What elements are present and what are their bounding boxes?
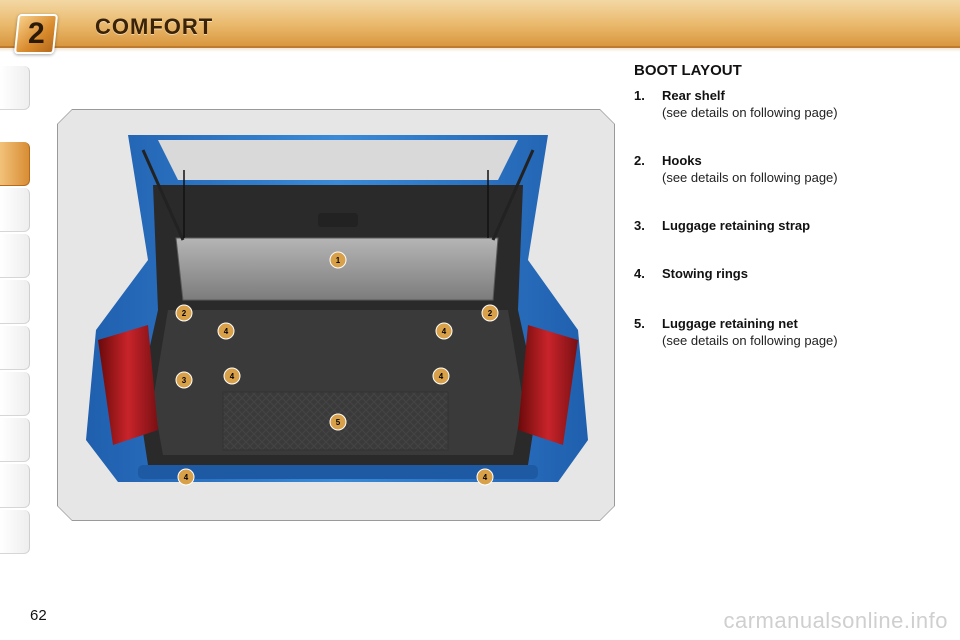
item-title: Luggage retaining net — [662, 316, 798, 331]
item-number: 3. — [634, 218, 645, 233]
svg-text:4: 4 — [230, 372, 235, 381]
item-number: 2. — [634, 153, 645, 168]
section-title: BOOT LAYOUT — [634, 62, 742, 79]
chapter-tab-3[interactable] — [0, 188, 30, 232]
left-tail-lamp — [98, 325, 158, 445]
chapter-tab-strip — [0, 66, 34, 574]
callout-3: 3 — [175, 371, 193, 389]
callout-2-left: 2 — [175, 304, 193, 322]
chapter-tab-4[interactable] — [0, 234, 30, 278]
chapter-number-badge: 2 — [13, 14, 59, 54]
chapter-tab-6[interactable] — [0, 326, 30, 370]
svg-text:3: 3 — [182, 376, 187, 385]
chapter-tab-8[interactable] — [0, 418, 30, 462]
item-detail: (see details on following page) — [662, 333, 838, 348]
boot-lock — [318, 213, 358, 227]
svg-text:4: 4 — [184, 473, 189, 482]
callout-2-right: 2 — [481, 304, 499, 322]
callout-4-c: 4 — [223, 367, 241, 385]
item-detail: (see details on following page) — [662, 105, 838, 120]
right-tail-lamp — [518, 325, 578, 445]
chapter-tab-10[interactable] — [0, 510, 30, 554]
chapter-tab-5[interactable] — [0, 280, 30, 324]
item-title: Hooks — [662, 153, 702, 168]
svg-text:2: 2 — [182, 309, 187, 318]
watermark-text: carmanualsonline.info — [723, 608, 948, 633]
chapter-number: 2 — [27, 17, 45, 50]
svg-text:1: 1 — [336, 256, 341, 265]
callout-4-b: 4 — [435, 322, 453, 340]
item-number: 5. — [634, 316, 645, 331]
rear-shelf — [175, 237, 499, 301]
chapter-title: COMFORT — [95, 14, 214, 39]
chapter-tab-1[interactable] — [0, 66, 30, 110]
svg-text:5: 5 — [336, 418, 341, 427]
callout-4-a: 4 — [217, 322, 235, 340]
callout-5: 5 — [329, 413, 347, 431]
item-title: Luggage retaining strap — [662, 218, 811, 233]
svg-text:4: 4 — [439, 372, 444, 381]
svg-text:2: 2 — [488, 309, 493, 318]
rear-bumper — [138, 465, 538, 479]
svg-text:4: 4 — [442, 327, 447, 336]
callout-4-e: 4 — [177, 468, 195, 486]
page-number: 62 — [30, 607, 47, 624]
boot-layout-illustration: 1 2 2 3 4 4 4 4 4 4 5 — [86, 135, 588, 486]
callout-4-f: 4 — [476, 468, 494, 486]
svg-text:4: 4 — [224, 327, 229, 336]
chapter-tab-7[interactable] — [0, 372, 30, 416]
svg-text:4: 4 — [483, 473, 488, 482]
callout-4-d: 4 — [432, 367, 450, 385]
chapter-tab-2[interactable] — [0, 142, 30, 186]
chapter-tab-9[interactable] — [0, 464, 30, 508]
roof-lining — [158, 140, 518, 180]
callout-1: 1 — [329, 251, 347, 269]
item-number: 4. — [634, 266, 645, 281]
item-detail: (see details on following page) — [662, 170, 838, 185]
item-title: Rear shelf — [662, 88, 725, 103]
item-title: Stowing rings — [662, 266, 748, 281]
item-number: 1. — [634, 88, 645, 103]
chapter-header-band — [0, 0, 960, 52]
